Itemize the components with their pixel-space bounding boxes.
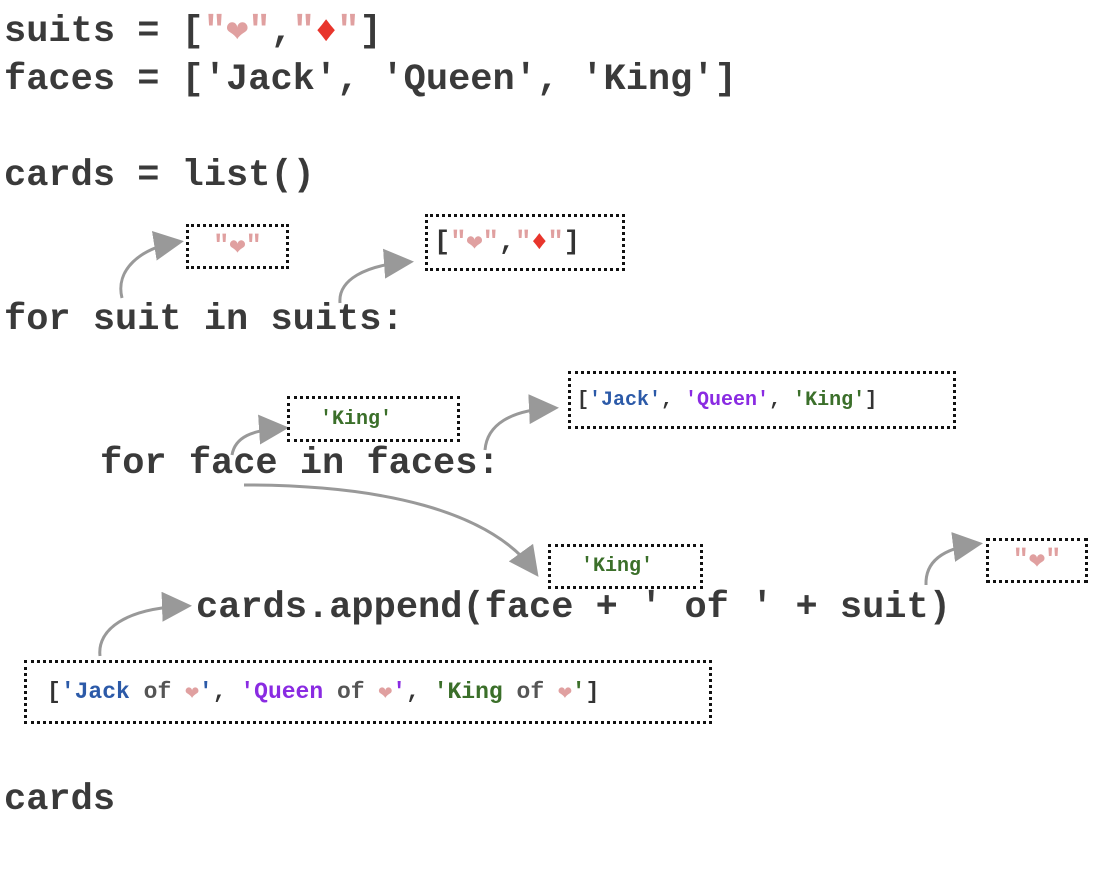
suits-list-box: ["❤","♦"] bbox=[425, 214, 625, 271]
face-value-box: 'King' bbox=[287, 396, 460, 442]
code-line-cards: cards bbox=[4, 779, 116, 821]
code-line-append: cards.append(face + ' of ' + suit) bbox=[196, 587, 951, 629]
heart-icon: ❤ bbox=[466, 229, 483, 259]
suit-value-box: "❤" bbox=[186, 224, 289, 269]
code-line-suits: suits = ["❤","♦"] bbox=[4, 11, 382, 53]
arrow-suit-to-value bbox=[119, 230, 184, 299]
faces-list-box: ['Jack', 'Queen', 'King'] bbox=[568, 371, 956, 429]
arrow-face-to-value bbox=[230, 414, 289, 456]
diamond-icon: ♦ bbox=[531, 227, 548, 258]
heart-icon: ❤ bbox=[185, 679, 199, 706]
code-line-for-suit: for suit in suits: bbox=[4, 299, 404, 341]
suit-value-box-2: "❤" bbox=[986, 538, 1088, 583]
arrow-cards-to-result bbox=[98, 591, 192, 657]
code-line-faces: faces = ['Jack', 'Queen', 'King'] bbox=[4, 59, 737, 101]
heart-icon: ❤ bbox=[1028, 547, 1046, 577]
heart-icon: ❤ bbox=[378, 679, 393, 706]
arrow-faces-to-list bbox=[483, 394, 559, 451]
code-line-cards-init: cards = list() bbox=[4, 155, 315, 197]
arrow-suits-to-list bbox=[338, 248, 414, 304]
heart-icon: ❤ bbox=[557, 679, 572, 706]
heart-icon: ❤ bbox=[229, 233, 246, 263]
result-list-box: ['Jack of ❤', 'Queen of ❤', 'King of ❤'] bbox=[24, 660, 712, 724]
arrow-suit-to-append-value bbox=[924, 532, 983, 586]
face-value-box-2: 'King' bbox=[548, 544, 703, 589]
arrow-face-to-append-value bbox=[243, 483, 539, 577]
code-line-for-face: for face in faces: bbox=[100, 443, 500, 485]
